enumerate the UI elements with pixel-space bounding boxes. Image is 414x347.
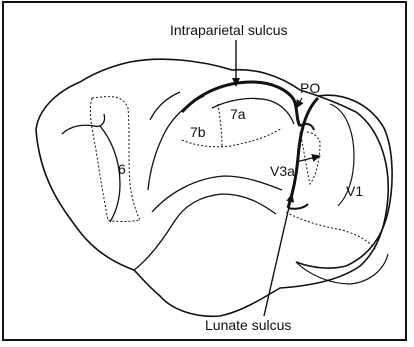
label-po: PO: [300, 80, 320, 96]
arrow-po: [296, 98, 302, 108]
frontal-sulcus-1: [62, 114, 105, 134]
cerebellum-outline: [296, 254, 388, 284]
label-lunate-sulcus: Lunate sulcus: [205, 317, 291, 333]
area-6-boundary: [90, 97, 140, 222]
label-6: 6: [118, 161, 126, 177]
v1-ventral-boundary: [286, 212, 376, 250]
label-intraparietal-sulcus: Intraparietal sulcus: [170, 22, 288, 38]
label-v1: V1: [346, 183, 363, 199]
area-7b-7a-boundary: [218, 104, 222, 148]
brain-outline: [36, 59, 388, 316]
label-v3a: V3a: [270, 163, 295, 179]
arrow-v3a: [296, 156, 320, 162]
arrow-lunate: [264, 194, 292, 316]
lunate-sulcus-line: [288, 98, 318, 208]
label-7b: 7b: [190, 124, 206, 140]
label-7a: 7a: [230, 106, 246, 122]
ips-lower-lip: [212, 98, 294, 124]
arcuate-sulcus: [100, 126, 120, 222]
temporal-lobe-contour: [134, 194, 276, 270]
lunate-hook: [288, 204, 308, 209]
